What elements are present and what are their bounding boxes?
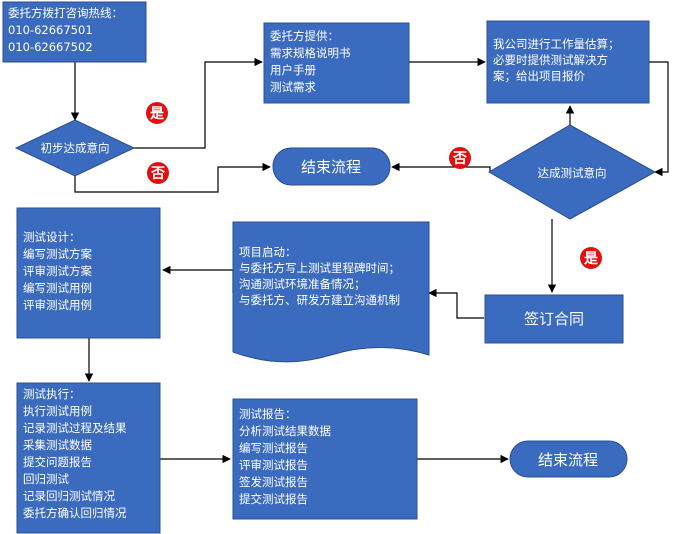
badge-no-1-label: 否 (150, 166, 165, 182)
hotline-line-1: 委托方拨打咨询热线： (8, 6, 123, 20)
badge-no-2: 否 (449, 147, 471, 169)
badge-yes-2: 是 (580, 247, 602, 269)
test-design-line-5: 评审测试用例 (23, 298, 92, 312)
estimate-line-1: 我公司进行工作量估算； (493, 37, 620, 51)
test-report-line-5: 签发测试报告 (239, 475, 308, 489)
test-design-line-3: 评审测试方案 (23, 264, 92, 278)
badge-yes-1-label: 是 (150, 106, 165, 122)
badge-yes-2-label: 是 (584, 251, 599, 267)
estimate-box: 我公司进行工作量估算； 必要时提供测试解决方 案；给出项目报价 (486, 20, 650, 104)
project-start-document: 项目启动： 与委托方写上测试里程碑时间； 沟通测试环境准备情况； 与委托方、研发… (232, 221, 430, 363)
initial-intent-diamond: 初步达成意向 (14, 119, 136, 177)
test-design-line-2: 编写测试方案 (23, 247, 92, 261)
test-report-line-6: 提交测试报告 (239, 492, 308, 506)
test-design-line-4: 编写测试用例 (23, 281, 92, 295)
test-execution-box: 测试执行： 执行测试用例 记录测试过程及结果 采集测试数据 提交问题报告 回归测… (16, 382, 161, 534)
connector-intent-yes-to-client (133, 57, 263, 149)
project-start-line-3: 沟通测试环境准备情况； (239, 277, 366, 291)
test-execution-line-6: 回归测试 (23, 472, 69, 486)
badge-no-1: 否 (147, 162, 169, 184)
initial-intent-label: 初步达成意向 (41, 141, 110, 155)
hotline-box: 委托方拨打咨询热线： 010-62667501 010-62667502 (2, 1, 147, 63)
client-provides-line-1: 委托方提供： (270, 29, 339, 43)
test-execution-line-5: 提交问题报告 (23, 455, 92, 469)
test-execution-line-8: 委托方确认回归情况 (23, 506, 127, 520)
sign-contract-label: 签订合同 (524, 310, 584, 328)
client-provides-line-2: 需求规格说明书 (270, 46, 351, 60)
project-start-line-4: 与委托方、研发方建立沟通机制 (239, 293, 400, 307)
connectors (70, 57, 669, 464)
connector-sign-to-start (428, 288, 484, 319)
hotline-line-2: 010-62667501 (8, 23, 93, 37)
test-design-box: 测试设计： 编写测试方案 评审测试方案 编写测试用例 评审测试用例 (16, 207, 161, 339)
client-provides-line-3: 用户手册 (270, 63, 316, 77)
end-bottom-label: 结束流程 (538, 451, 598, 469)
test-execution-line-7: 记录回归测试情况 (23, 489, 115, 503)
test-report-line-4: 评审测试报告 (239, 458, 308, 472)
sign-contract-box: 签订合同 (484, 294, 624, 344)
end-bottom-terminator: 结束流程 (509, 440, 628, 478)
test-intent-diamond: 达成测试意向 (488, 124, 657, 220)
estimate-line-2: 必要时提供测试解决方 (493, 53, 608, 67)
test-report-line-3: 编写测试报告 (239, 441, 308, 455)
connector-intent-no-to-end (74, 162, 271, 193)
test-report-line-1: 测试报告： (239, 407, 297, 421)
project-start-line-2: 与委托方写上测试里程碑时间； (239, 261, 400, 275)
test-execution-line-3: 记录测试过程及结果 (23, 421, 127, 435)
client-provides-line-4: 测试需求 (270, 80, 316, 94)
project-start-line-1: 项目启动： (239, 245, 297, 259)
estimate-line-3: 案；给出项目报价 (493, 69, 585, 83)
connector-estimate-to-testintent (649, 61, 669, 177)
connector-start-to-design (162, 265, 234, 293)
test-report-line-2: 分析测试结果数据 (239, 424, 331, 438)
test-intent-label: 达成测试意向 (538, 166, 607, 180)
end-top-label: 结束流程 (301, 158, 361, 176)
end-top-terminator: 结束流程 (272, 147, 391, 186)
test-execution-line-2: 执行测试用例 (23, 404, 92, 418)
test-execution-line-1: 测试执行： (23, 387, 81, 401)
test-design-line-1: 测试设计： (23, 230, 81, 244)
badge-no-2-label: 否 (452, 151, 467, 167)
test-report-box: 测试报告： 分析测试结果数据 编写测试报告 评审测试报告 签发测试报告 提交测试… (232, 398, 418, 520)
badge-yes-1: 是 (146, 102, 168, 124)
hotline-line-3: 010-62667502 (8, 40, 93, 54)
client-provides-box: 委托方提供： 需求规格说明书 用户手册 测试需求 (263, 22, 410, 104)
test-execution-line-4: 采集测试数据 (23, 438, 92, 452)
connector-testintent-no-to-end (391, 162, 491, 172)
